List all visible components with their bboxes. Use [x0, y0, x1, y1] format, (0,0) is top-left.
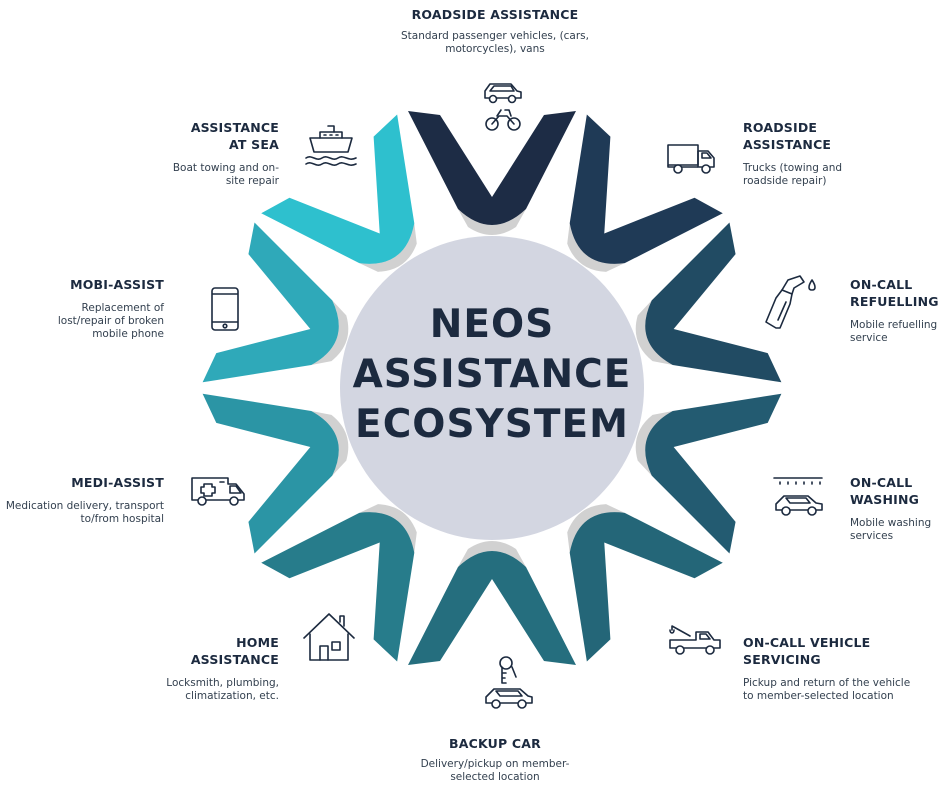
chevron-tip-shade: [635, 410, 673, 476]
chevron-segment: [635, 222, 782, 383]
label-desc: Locksmith, plumbing, climatization, etc.: [166, 677, 279, 702]
label-mobi-assist: MOBI-ASSIST Replacement of lost/repair o…: [54, 276, 164, 341]
truck-icon: [666, 141, 718, 175]
chevron-tip-shade: [311, 300, 349, 366]
label-title: ON-CALL VEHICLE SERVICING: [743, 635, 871, 667]
label-title: ON-CALL REFUELLING: [850, 277, 939, 309]
chevron-tip-shade: [311, 410, 349, 476]
chevron-tip-shade: [567, 223, 625, 272]
chevron-segment: [408, 111, 576, 235]
car-key-icon: [482, 655, 534, 711]
label-title: ROADSIDE ASSISTANCE: [743, 120, 832, 152]
chevron-segment: [202, 393, 349, 554]
chevron-segment: [261, 114, 417, 272]
center-title-line-2: ASSISTANCE: [352, 352, 632, 397]
ambulance-icon: [190, 474, 246, 508]
house-icon: [302, 612, 356, 664]
chevron-tip-shade: [359, 504, 417, 553]
chevron-ring: [202, 111, 782, 665]
chevron-tip-shade: [458, 541, 526, 567]
chevron-segment: [567, 114, 723, 272]
label-title: MEDI-ASSIST: [71, 475, 164, 490]
label-vehicle-servicing: ON-CALL VEHICLE SERVICING Pickup and ret…: [743, 634, 923, 703]
chevron-tip-shade: [359, 223, 417, 272]
label-assistance-at-sea: ASSISTANCE AT SEA Boat towing and on-sit…: [167, 119, 279, 188]
center-circle: [340, 236, 644, 540]
label-desc: Trucks (towing and roadside repair): [743, 162, 843, 187]
chevron-segment: [408, 541, 576, 665]
chevron-segment: [567, 504, 723, 662]
label-backup-car: BACKUP CAR Delivery/pickup on member-sel…: [400, 735, 590, 784]
center-title-line-1: NEOS: [429, 302, 555, 347]
label-desc: Boat towing and on-site repair: [172, 162, 279, 187]
car-wash-icon: [770, 476, 826, 518]
center-title-line-3: ECOSYSTEM: [355, 402, 629, 447]
chevron-arm: [569, 512, 723, 662]
label-desc: Delivery/pickup on member-selected locat…: [420, 758, 570, 783]
chevron-segment: [635, 393, 782, 554]
label-refuelling: ON-CALL REFUELLING Mobile refuelling ser…: [850, 276, 947, 345]
label-desc: Standard passenger vehicles, (cars, moto…: [400, 30, 589, 55]
chevron-arm: [408, 551, 576, 665]
label-title: MOBI-ASSIST: [70, 277, 164, 292]
label-home-assistance: HOME ASSISTANCE Locksmith, plumbing, cli…: [145, 634, 279, 703]
label-desc: Medication delivery, transport to/from h…: [5, 500, 164, 525]
chevron-tip-shade: [635, 300, 673, 366]
label-roadside-standard: ROADSIDE ASSISTANCE Standard passenger v…: [380, 6, 610, 56]
fuel-nozzle-icon: [762, 270, 820, 332]
chevron-segment: [261, 504, 417, 662]
chevron-segment: [202, 222, 349, 383]
chevron-arm: [645, 222, 782, 383]
label-title: BACKUP CAR: [449, 736, 541, 751]
label-title: ASSISTANCE AT SEA: [190, 120, 279, 152]
label-medi-assist: MEDI-ASSIST Medication delivery, transpo…: [4, 474, 164, 526]
label-title: HOME ASSISTANCE: [190, 635, 279, 667]
chevron-arm: [569, 114, 723, 264]
chevron-tip-shade: [458, 209, 526, 235]
label-desc: Pickup and return of the vehicle to memb…: [743, 677, 911, 702]
label-title: ON-CALL WASHING: [850, 475, 920, 507]
chevron-arm: [261, 114, 415, 264]
label-title: ROADSIDE ASSISTANCE: [411, 7, 579, 22]
tow-truck-icon: [668, 624, 724, 658]
chevron-arm: [202, 393, 339, 554]
label-desc: Mobile refuelling service: [850, 319, 938, 344]
chevron-arm: [202, 222, 339, 383]
chevron-arm: [261, 512, 415, 662]
label-desc: Mobile washing services: [850, 517, 932, 542]
chevron-arm: [408, 111, 576, 225]
boat-icon: [304, 124, 358, 170]
car-motorcycle-icon: [481, 80, 525, 136]
chevron-arm: [645, 393, 782, 554]
label-desc: Replacement of lost/repair of broken mob…: [57, 302, 164, 340]
smartphone-icon: [210, 286, 240, 332]
label-washing: ON-CALL WASHING Mobile washing services: [850, 474, 947, 543]
label-roadside-trucks: ROADSIDE ASSISTANCE Trucks (towing and r…: [743, 119, 883, 188]
center-title: NEOS ASSISTANCE ECOSYSTEM: [340, 300, 644, 450]
chevron-tip-shade: [567, 504, 625, 553]
